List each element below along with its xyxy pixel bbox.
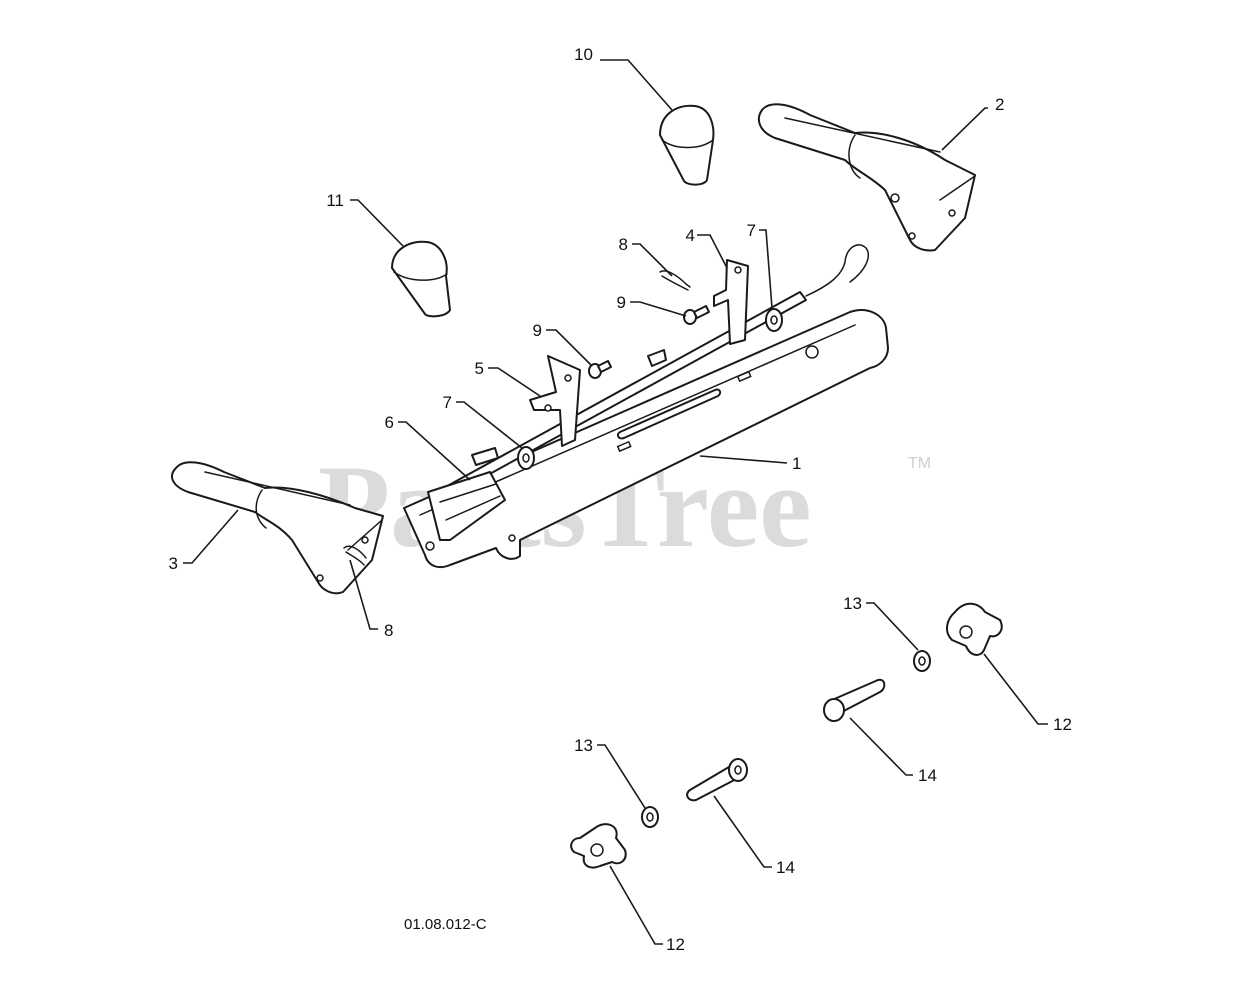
part-star-knob-right[interactable] xyxy=(946,602,1003,656)
callout-10: 10 xyxy=(574,45,593,64)
part-spacer-upper[interactable] xyxy=(765,308,783,332)
part-star-knob-left[interactable] xyxy=(570,823,627,869)
part-main-plate[interactable] xyxy=(403,309,889,569)
part-nut-left[interactable] xyxy=(641,806,659,828)
callout-12-right: 12 xyxy=(1053,715,1072,734)
callout-13-left: 13 xyxy=(574,736,593,755)
part-knob-left[interactable] xyxy=(391,240,451,318)
part-carriage-bolt-right[interactable] xyxy=(823,678,886,722)
callout-labels: 10 2 11 8 4 7 9 9 5 7 6 1 3 8 13 12 13 1… xyxy=(169,45,1072,954)
callout-5: 5 xyxy=(475,359,484,378)
callout-14-right: 14 xyxy=(918,766,937,785)
part-hairpin-upper[interactable] xyxy=(659,270,691,291)
callout-6: 6 xyxy=(385,413,394,432)
callout-7-lower: 7 xyxy=(443,393,452,412)
part-nut-right[interactable] xyxy=(913,650,931,672)
part-bracket-lower[interactable] xyxy=(529,355,581,447)
part-knob-upper[interactable] xyxy=(659,104,715,186)
part-lever-right[interactable] xyxy=(757,103,976,252)
callout-9-upper: 9 xyxy=(617,293,626,312)
part-lever-left[interactable] xyxy=(171,461,384,595)
callout-14-left: 14 xyxy=(776,858,795,877)
part-spacer-lower[interactable] xyxy=(517,446,535,470)
callout-11: 11 xyxy=(326,191,344,210)
part-carriage-bolt-left[interactable] xyxy=(686,758,748,802)
callout-13-right: 13 xyxy=(843,594,862,613)
part-bolt-upper[interactable] xyxy=(683,305,710,325)
callout-4: 4 xyxy=(686,226,695,245)
callout-8-upper: 8 xyxy=(619,235,628,254)
watermark-trademark: TM xyxy=(908,455,931,472)
part-bolt-lower[interactable] xyxy=(588,360,612,379)
part-bracket-upper[interactable] xyxy=(713,259,749,345)
callout-2: 2 xyxy=(995,95,1004,114)
callout-9-lower: 9 xyxy=(533,321,542,340)
callout-8-lower: 8 xyxy=(384,621,393,640)
callout-3: 3 xyxy=(169,554,178,573)
callout-12-left: 12 xyxy=(666,935,685,954)
callout-7-upper: 7 xyxy=(747,221,756,240)
part-hairpin-lower[interactable] xyxy=(343,545,367,566)
callout-1: 1 xyxy=(792,454,801,473)
part-detent-bracket[interactable] xyxy=(427,349,667,541)
leader-lines xyxy=(183,59,1048,945)
diagram-code: 01.08.012-C xyxy=(404,916,487,933)
